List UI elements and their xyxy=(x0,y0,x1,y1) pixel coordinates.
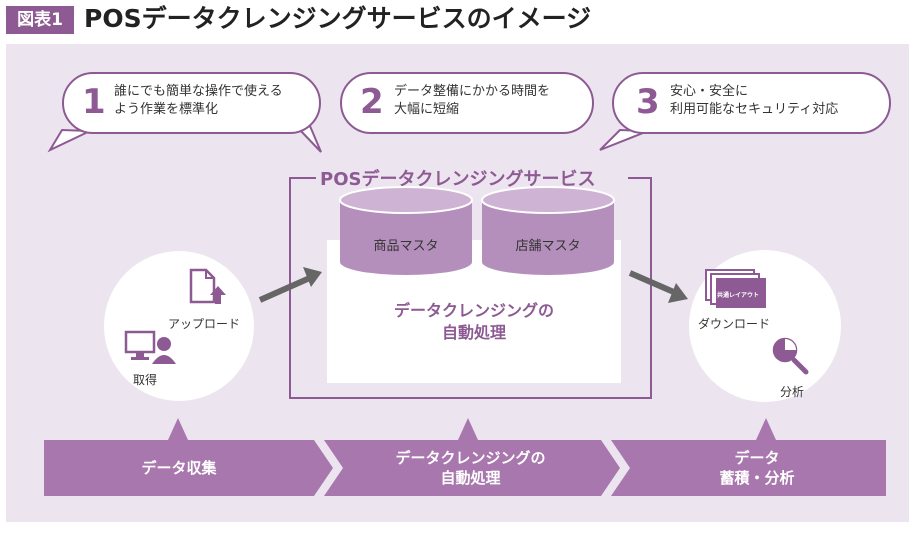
analysis-magnifier-icon xyxy=(771,336,809,375)
step-1-label: データ収集 xyxy=(44,458,314,478)
service-title: POSデータクレンジングサービス xyxy=(316,165,600,191)
arrow-out-head xyxy=(668,283,688,303)
analysis-label: 分析 xyxy=(780,385,805,399)
bubble-2-line1: データ整備にかかる時間を xyxy=(394,84,551,99)
step-3-shape xyxy=(611,440,886,496)
collection-circle xyxy=(104,251,254,401)
step-3-pointer xyxy=(756,418,776,440)
processing-line2: 自動処理 xyxy=(441,323,506,342)
figure-title: POSデータクレンジングサービスのイメージ xyxy=(84,4,592,33)
step-1-pointer xyxy=(168,418,188,440)
step-3-label: データ 蓄積・分析 xyxy=(628,448,886,488)
download-label: ダウンロード xyxy=(698,317,771,331)
bubble-3-number: 3 xyxy=(636,82,660,122)
figure-label: 図表1 xyxy=(6,6,74,34)
benefit-bubble-3: 3 安心・安全に 利用可能なセキュリティ対応 xyxy=(612,72,891,134)
bubble-1-number: 1 xyxy=(82,82,106,122)
bubble-2-line2: 大幅に短縮 xyxy=(394,102,460,117)
step-2-line2: 自動処理 xyxy=(440,469,501,487)
benefit-bubble-2: 2 データ整備にかかる時間を 大幅に短縮 xyxy=(340,72,594,134)
bubble-3-line2: 利用可能なセキュリティ対応 xyxy=(670,102,839,117)
bubble-1-line1: 誰にでも簡単な操作で使える xyxy=(114,84,283,99)
document-stack-icon xyxy=(705,269,766,308)
acquire-label: 取得 xyxy=(133,373,158,387)
step-2-label: データクレンジングの 自動処理 xyxy=(338,448,603,488)
processing-label: データクレンジングの 自動処理 xyxy=(327,300,621,344)
step-1-line1: データ収集 xyxy=(141,459,217,477)
document-label: 共通レイアウト xyxy=(717,292,760,299)
service-frame xyxy=(289,177,652,399)
step-2-pointer xyxy=(458,418,478,440)
user-computer-icon xyxy=(124,330,176,364)
step-3-line2: 蓄積・分析 xyxy=(719,469,795,487)
bubble-2-number: 2 xyxy=(360,82,384,122)
step-3-line1: データ xyxy=(734,449,780,467)
bubble-1-line2: よう作業を標準化 xyxy=(114,102,219,117)
step-2-shape xyxy=(324,440,620,496)
bubble-1-tail xyxy=(47,128,91,153)
upload-label: アップロード xyxy=(168,317,241,331)
product-master-db-icon xyxy=(339,186,473,275)
upload-file-icon xyxy=(189,268,226,304)
step-1-shape xyxy=(44,440,333,496)
bubble-3-line1: 安心・安全に xyxy=(670,84,749,99)
arrow-in-head xyxy=(303,267,322,287)
step-2-line1: データクレンジングの xyxy=(395,449,546,467)
arrow-out-line xyxy=(628,270,678,296)
store-master-db-icon xyxy=(481,186,615,275)
store-master-label: 店舗マスタ xyxy=(515,239,581,254)
processing-line1: データクレンジングの xyxy=(393,301,554,320)
product-master-label: 商品マスタ xyxy=(373,239,439,254)
arrow-in-line xyxy=(258,274,314,303)
benefit-bubble-1: 1 誰にでも簡単な操作で使える よう作業を標準化 xyxy=(62,72,321,134)
